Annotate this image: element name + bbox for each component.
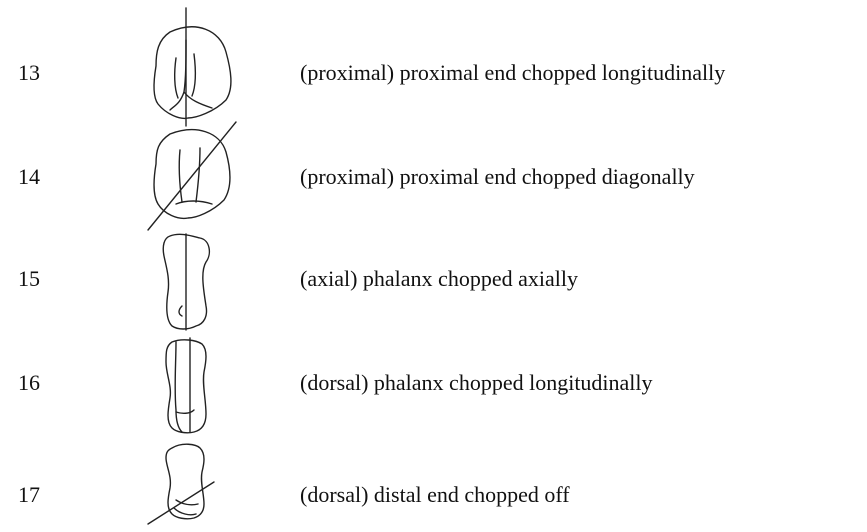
phalanx-axial-sketch: [163, 234, 209, 330]
phalanx-longitudinal-sketch: [166, 338, 206, 433]
proximal-end-diagonal-sketch: [148, 122, 236, 230]
distal-end-chopped-sketch: [148, 444, 214, 524]
proximal-end-longitudinal-sketch: [154, 8, 231, 126]
